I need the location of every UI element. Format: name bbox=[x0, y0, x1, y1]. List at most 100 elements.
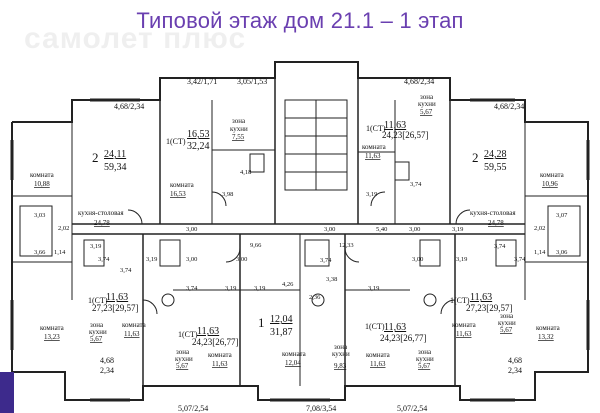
area-3-98: 3,98 bbox=[222, 191, 233, 198]
area-2-36: 2,36 bbox=[309, 294, 321, 301]
area-3-19-a: 3,19 bbox=[366, 191, 377, 198]
dim-bottom-c: 5,07/2,54 bbox=[397, 404, 427, 413]
dim-side-left-top: 4,68 bbox=[100, 356, 114, 365]
area-4-18: 4,18 bbox=[240, 169, 251, 176]
room-area-5-67-bcr: 5,67 bbox=[418, 362, 431, 370]
area-3-19-d: 3,19 bbox=[225, 285, 236, 292]
outer-wall bbox=[11, 61, 589, 401]
dim-top-b: 3,05/1,53 bbox=[237, 77, 267, 86]
area-1-14-l: 1,14 bbox=[54, 249, 66, 256]
apt-c1-total: 32,24 bbox=[187, 141, 210, 152]
room-area-5-67-bl: 5,67 bbox=[90, 335, 103, 343]
kitchen-zone-word1-c2: зона bbox=[420, 93, 434, 101]
apt-c2-total: 24,23[26,57] bbox=[382, 130, 429, 140]
room-area-24-78-r: 24,78 bbox=[488, 219, 504, 227]
apt-tl-living: 24,11 bbox=[104, 149, 126, 160]
apt-tr-total: 59,55 bbox=[484, 162, 507, 173]
area-2-02-l: 2,02 bbox=[58, 225, 69, 232]
area-9-66: 9,66 bbox=[250, 242, 262, 249]
apt-bcl-living: 11,63 bbox=[197, 326, 219, 337]
area-3-74-g: 3,74 bbox=[514, 256, 526, 263]
dim-bottom-b: 7,08/3,54 bbox=[306, 404, 336, 413]
area-2-02-r: 2,02 bbox=[534, 225, 545, 232]
apt-c2-living: 11,63 bbox=[384, 120, 406, 131]
apt-bcl-total: 24,23[26,77] bbox=[192, 337, 239, 347]
apt-bl-total: 27,23[29,57] bbox=[92, 303, 139, 313]
area-3-19-h: 3,19 bbox=[254, 285, 265, 292]
kitchen-zone-word2-bl: кухни bbox=[89, 328, 107, 336]
room-word-bl2: комната bbox=[122, 321, 147, 329]
room-word-br: комната bbox=[536, 324, 561, 332]
room-area-5-67-bcl: 5,67 bbox=[176, 362, 189, 370]
area-3-00-c: 3,00 bbox=[186, 256, 197, 263]
kitchen-zone-word2-br: кухни bbox=[498, 319, 516, 327]
area-3-19-g: 3,19 bbox=[456, 256, 467, 263]
kitchen-zone-word2-bcr: кухни bbox=[332, 350, 350, 358]
room-area-13-32: 13,32 bbox=[538, 333, 554, 341]
dim-top-a: 3,42/1,71 bbox=[187, 77, 217, 86]
room-area-10-96: 10,96 bbox=[542, 180, 558, 188]
kitchen-zone-word1-bcr: зона bbox=[334, 343, 348, 351]
area-3-19-b: 3,19 bbox=[146, 256, 157, 263]
apt-c1-type: 1(СТ) bbox=[166, 137, 186, 146]
room-area-11-63-top: 11,63 bbox=[365, 152, 381, 160]
kitchen-zone-word1-bcl: зона bbox=[176, 348, 190, 356]
apt-br-type: 1(СТ) bbox=[450, 296, 470, 305]
area-3-66: 3,66 bbox=[34, 249, 46, 256]
watermark-text: самолет плюс bbox=[24, 22, 247, 55]
room-word-bcl: комната bbox=[208, 351, 233, 359]
kitchen-living-word-r: кухня-столовая bbox=[470, 209, 516, 217]
apt-bcr-type: 1(СТ) bbox=[365, 322, 385, 331]
area-3-07: 3,07 bbox=[556, 212, 568, 219]
area-3-19-f: 3,19 bbox=[452, 226, 463, 233]
apt-bcl-type: 1(СТ) bbox=[178, 330, 198, 339]
area-3-19-e: 3,19 bbox=[368, 285, 379, 292]
kitchen-zone-word1-br: зона bbox=[500, 312, 514, 320]
room-area-11-63-br: 11,63 bbox=[456, 330, 472, 338]
apt-bl-living: 11,63 bbox=[106, 292, 128, 303]
kitchen-zone-word2-c1: кухни bbox=[230, 125, 248, 133]
area-3-74-a: 3,74 bbox=[410, 181, 422, 188]
apt-tl-rooms: 2 bbox=[92, 150, 99, 165]
room-word-bcr: комната bbox=[366, 351, 391, 359]
area-3-74-d: 3,74 bbox=[186, 285, 198, 292]
room-area-7-55: 7,55 bbox=[232, 133, 245, 141]
area-3-00-e: 3,00 bbox=[324, 226, 335, 233]
dim-top-c: 4,68/2,34 bbox=[404, 77, 434, 86]
room-area-11-63-bl: 11,63 bbox=[124, 330, 140, 338]
room-area-13-23: 13,23 bbox=[44, 333, 60, 341]
area-3-00-f: 3,00 bbox=[236, 256, 247, 263]
apt-br-total: 27,23[29,57] bbox=[466, 303, 513, 313]
apt-bl-type: 1(СТ) bbox=[88, 296, 108, 305]
area-1-14-r: 1,14 bbox=[534, 249, 546, 256]
room-word-br2: комната bbox=[452, 321, 477, 329]
kitchen-living-word-l: кухня-столовая bbox=[78, 209, 124, 217]
room-word-tr: комната bbox=[540, 171, 565, 179]
page-title: Типовой этаж дом 21.1 – 1 этап bbox=[136, 8, 464, 33]
kitchen-zone-word1-bcr2: зона bbox=[418, 348, 432, 356]
apt-tl-total: 59,34 bbox=[104, 162, 127, 173]
room-area-9-83: 9,83 bbox=[334, 362, 347, 370]
room-area-5-67-tr: 5,67 bbox=[420, 108, 433, 116]
dim-top-left: 4,68/2,34 bbox=[114, 102, 144, 111]
room-word-c1: комната bbox=[170, 181, 195, 189]
kitchen-zone-word1-bl: зона bbox=[90, 321, 104, 329]
room-area-16-53: 16,53 bbox=[170, 190, 186, 198]
apt-tr-rooms: 2 bbox=[472, 150, 479, 165]
apt-bc-total: 31,87 bbox=[270, 327, 293, 338]
apt-br-living: 11,63 bbox=[470, 292, 492, 303]
apt-tr-living: 24,28 bbox=[484, 149, 507, 160]
apt-bc-living: 12,04 bbox=[270, 314, 293, 325]
dim-side-right-bottom: 2,34 bbox=[508, 366, 522, 375]
area-3-19-c: 3,19 bbox=[90, 243, 101, 250]
area-3-74-b: 3,74 bbox=[98, 256, 110, 263]
area-3-00-b: 3,00 bbox=[409, 226, 420, 233]
room-word-bc: комната bbox=[282, 350, 307, 358]
area-4-26: 4,26 bbox=[282, 281, 294, 288]
room-area-11-63-bcl: 11,63 bbox=[212, 360, 228, 368]
apt-bcr-total: 24,23[26,77] bbox=[380, 333, 427, 343]
area-3-74-e: 3,74 bbox=[320, 257, 332, 264]
area-3-74-f: 3,74 bbox=[494, 243, 506, 250]
area-3-06: 3,06 bbox=[556, 249, 568, 256]
